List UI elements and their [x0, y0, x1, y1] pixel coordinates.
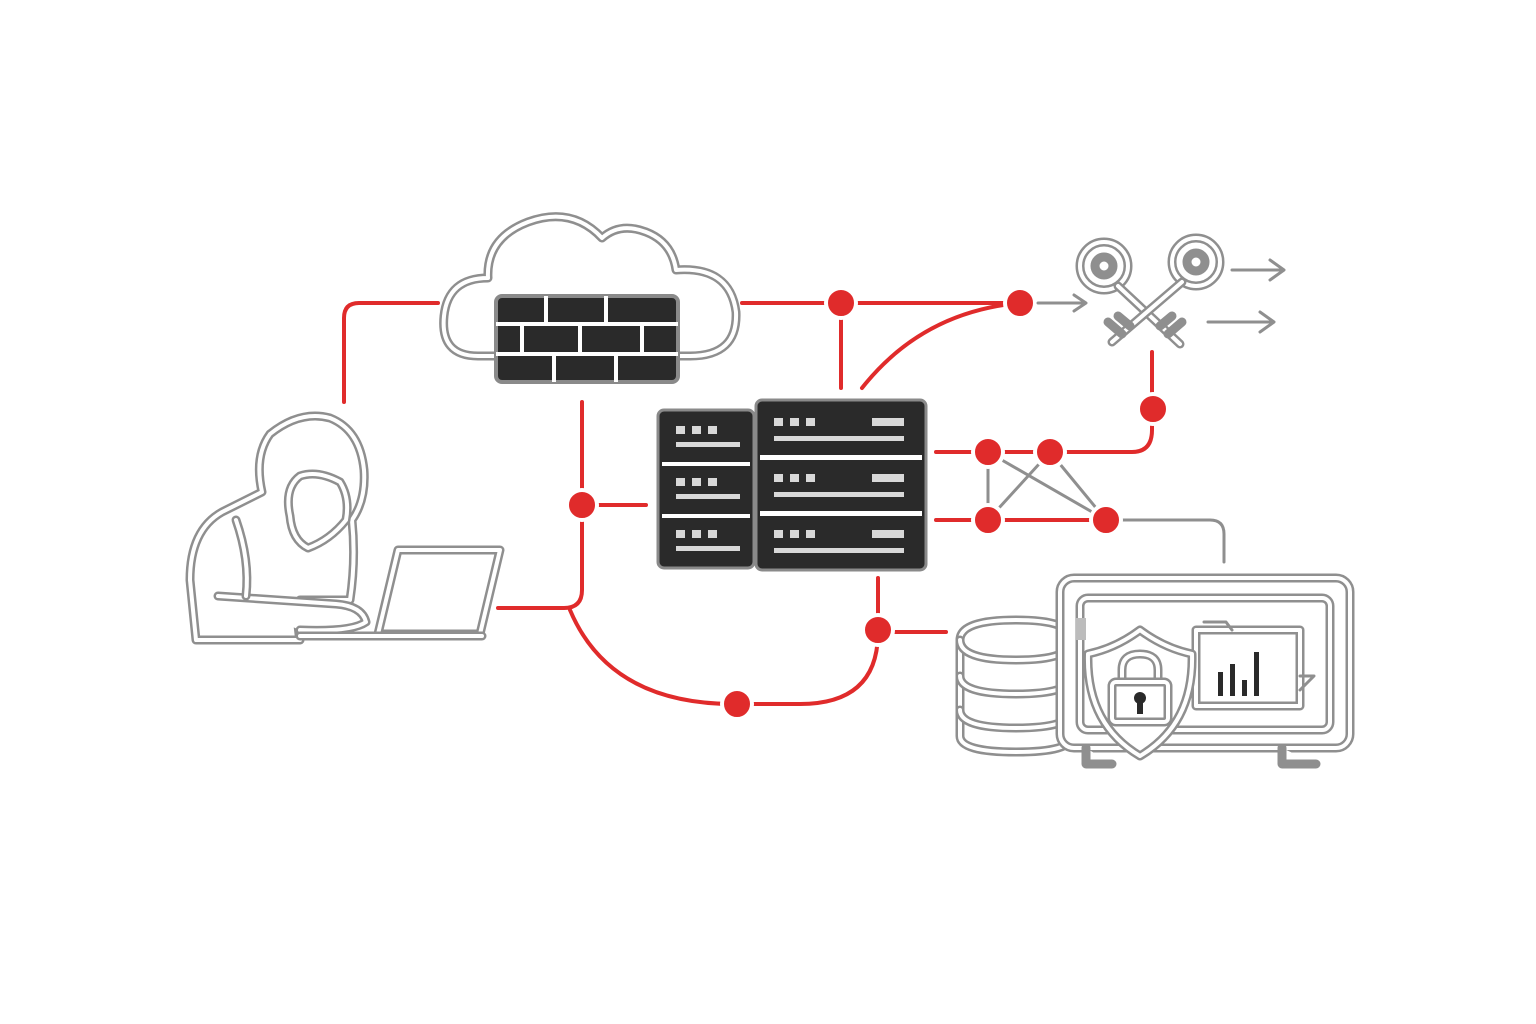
node-keys-left	[1003, 286, 1037, 320]
keys-icon	[1036, 233, 1286, 349]
node-mesh-bottom-left	[971, 503, 1005, 537]
database-icon	[955, 615, 1077, 757]
node-mesh-top-right	[1033, 435, 1067, 469]
node-firewall-branch	[565, 488, 599, 522]
node-cloud-right	[824, 286, 858, 320]
line-mesh-to-dashboard	[1104, 518, 1226, 564]
line-bottom-curve	[568, 608, 880, 707]
firewall-icon	[494, 294, 680, 384]
server-rack-icon	[656, 398, 928, 572]
node-mesh-top-left	[971, 435, 1005, 469]
network-nodes	[565, 286, 1170, 721]
line-curve-server-to-keys	[860, 301, 1022, 390]
node-keys-bottom	[1136, 392, 1170, 426]
laptop-icon	[295, 545, 505, 641]
hooded-hacker-icon	[185, 411, 371, 645]
node-mesh-bottom-right	[1089, 503, 1123, 537]
node-server-bottom	[861, 613, 895, 647]
node-bottom-curve	[720, 687, 754, 721]
shield-lock-icon	[1083, 625, 1197, 761]
line-mesh-to-keys	[1048, 350, 1154, 454]
line-firewall-down	[496, 400, 584, 610]
line-hacker-to-cloud	[342, 301, 440, 404]
